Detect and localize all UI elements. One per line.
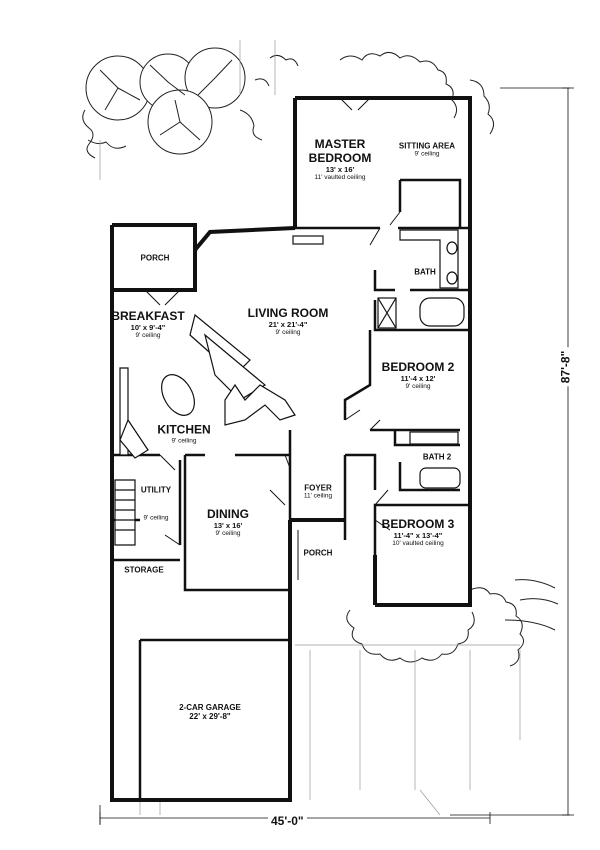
room-kitchen: KITCHEN 9' ceiling <box>157 422 211 445</box>
room-master-bedroom: MASTER BEDROOM 13' x 16' 11' vaulted cei… <box>308 137 372 182</box>
room-sitting-area: SITTING AREA 9' ceiling <box>398 141 456 158</box>
room-breakfast: BREAKFAST 10' x 9'-4" 9' ceiling <box>111 309 185 340</box>
dimension-width: 45'-0" <box>268 814 307 828</box>
room-porch-front: PORCH <box>303 548 333 558</box>
room-bedroom-2: BEDROOM 2 11'-4 x 12' 9' ceiling <box>381 360 455 391</box>
room-bath: BATH <box>414 267 436 277</box>
landscaping <box>82 47 559 667</box>
room-bedroom-3: BEDROOM 3 11'-4" x 13'-4" 10' vaulted ce… <box>381 517 455 548</box>
interior-walls <box>112 178 470 800</box>
room-dining: DINING 13' x 16' 9' ceiling <box>207 507 249 538</box>
door-swings <box>144 97 401 580</box>
dimension-depth: 87'-8" <box>558 347 573 387</box>
room-porch-rear: PORCH <box>140 253 170 263</box>
utility-ceiling: 9' ceiling <box>143 514 169 522</box>
fixtures <box>114 229 465 546</box>
room-storage: STORAGE <box>124 565 164 575</box>
room-utility: UTILITY <box>140 485 172 495</box>
room-foyer: FOYER 11' ceiling <box>303 483 333 500</box>
room-living-room: LIVING ROOM 21' x 21'-4" 9' ceiling <box>247 306 329 337</box>
exterior-walls <box>110 96 472 802</box>
room-bath-2: BATH 2 <box>422 452 452 462</box>
dimension-lines <box>99 87 574 825</box>
lot-lines <box>99 40 521 816</box>
room-garage: 2-CAR GARAGE 22' x 29'-8" <box>179 702 241 721</box>
